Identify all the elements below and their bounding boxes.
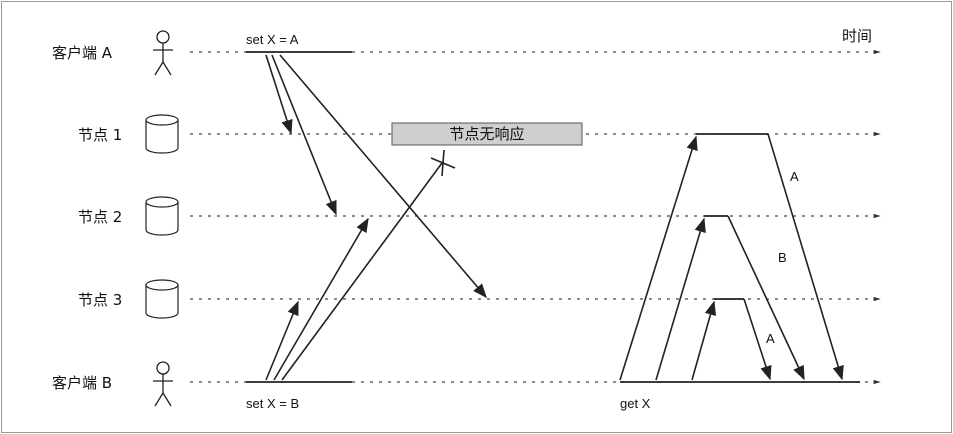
response-value-node-1: A: [790, 169, 799, 184]
row-label-client-a: 客户端 A: [52, 44, 113, 62]
person-icon: [153, 361, 173, 407]
op-label-set-b: set X = B: [246, 396, 299, 411]
row-label-node-3: 节点 3: [78, 291, 122, 309]
set-b-to-node-2-arrow: [273, 217, 369, 381]
response-node-2-arrow: [727, 215, 805, 381]
set-a-to-node-1-arrow: [265, 54, 293, 135]
time-label: 时间: [842, 27, 872, 45]
response-node-3-arrow: [743, 298, 772, 381]
get-request-node-1-arrow: [619, 135, 698, 381]
response-node-1-arrow: [767, 133, 844, 381]
get-request-node-3-arrow: [691, 300, 717, 381]
response-value-node-2: B: [778, 250, 787, 265]
set-a-to-node-3-arrow: [279, 54, 487, 299]
set-b-to-node-3-arrow: [265, 300, 299, 381]
get-request-node-2-arrow: [655, 217, 706, 381]
lost-message-cross-icon: [441, 149, 445, 177]
set-a-to-node-2-arrow: [271, 54, 337, 216]
response-value-node-3: A: [766, 331, 775, 346]
row-label-node-2: 节点 2: [78, 208, 122, 226]
database-icon: [145, 196, 179, 236]
op-label-get: get X: [620, 396, 651, 411]
row-label-node-1: 节点 1: [78, 126, 122, 144]
database-icon: [145, 279, 179, 319]
set-b-to-node-1-lost-arrow: [281, 162, 443, 381]
person-icon: [153, 30, 173, 76]
row-label-client-b: 客户端 B: [52, 374, 112, 392]
node-unavailable-box: [391, 122, 583, 146]
node-unavailable-label: 节点无响应: [449, 125, 524, 143]
database-icon: [145, 114, 179, 154]
op-label-set-a: set X = A: [246, 32, 299, 47]
